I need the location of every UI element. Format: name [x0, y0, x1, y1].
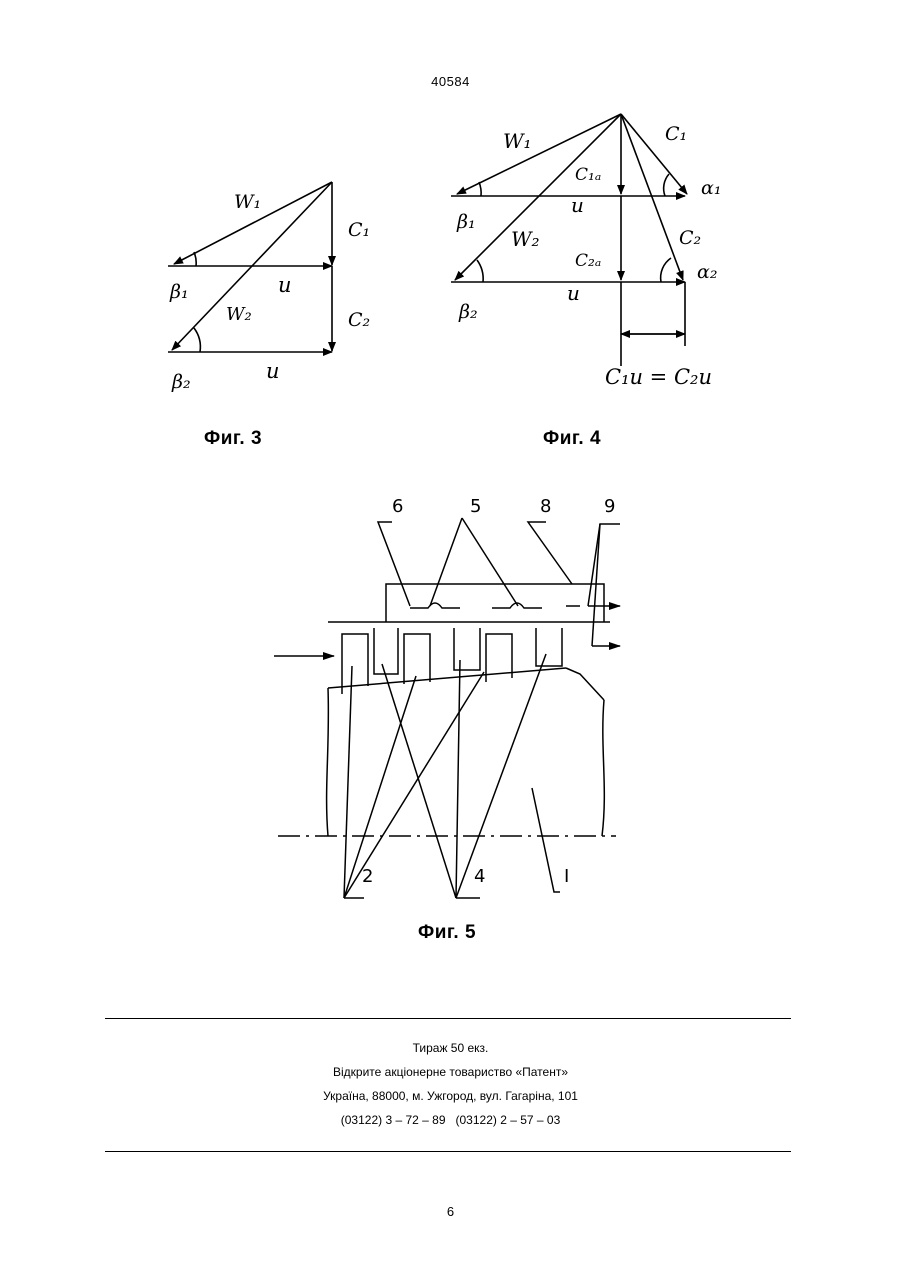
c1-label: C₁	[348, 219, 370, 241]
imprint-phones: (03122) 3 – 72 – 89 (03122) 2 – 57 – 03	[0, 1113, 901, 1127]
figure-5-caption: Фиг. 5	[418, 922, 476, 944]
velocity-triangle-diagram-3: W₁ C₁ u β₁ W₂ C₂ u β₂	[160, 170, 380, 405]
imprint-print-run: Тираж 50 екз.	[0, 1041, 901, 1055]
c2-label: C₂	[348, 309, 370, 331]
beta2-label: β₂	[458, 301, 478, 323]
c2-label: C₂	[679, 227, 701, 249]
u-top-label: u	[571, 193, 584, 217]
w1-label: W₁	[503, 129, 532, 153]
alpha1-label: α₁	[701, 177, 721, 199]
figure-4: W₁ C₁ C₁ₐ α₁ u β₁ W₂ C₂ C₂ₐ α₂ u β₂ C₁u …	[443, 108, 743, 408]
imprint-publisher: Відкрите акціонерне товариство «Патент»	[0, 1065, 901, 1079]
u-bottom-label: u	[266, 359, 280, 383]
turbine-stage-section-drawing: 6 5 8 9 2 4 I	[270, 488, 640, 908]
u-top-label: u	[278, 273, 292, 297]
page-number: 6	[0, 1204, 901, 1219]
alpha2-label: α₂	[697, 261, 717, 283]
beta2-label: β₂	[171, 371, 191, 393]
part-2-label: 2	[362, 866, 373, 887]
c2a-label: C₂ₐ	[575, 251, 601, 271]
figure-3-caption: Фиг. 3	[204, 428, 262, 450]
beta1-label: β₁	[456, 211, 476, 233]
u-bottom-label: u	[567, 281, 580, 305]
imprint-bottom-rule	[105, 1151, 791, 1152]
document-number: 40584	[0, 74, 901, 89]
part-5-label: 5	[470, 496, 481, 517]
c1a-label: C₁ₐ	[575, 165, 601, 185]
figure-3: W₁ C₁ u β₁ W₂ C₂ u β₂	[160, 170, 380, 405]
part-6-label: 6	[392, 496, 403, 517]
w2-label: W₂	[511, 227, 540, 251]
part-4-label: 4	[474, 866, 485, 887]
figure-5: 6 5 8 9 2 4 I	[270, 488, 640, 908]
w1-label: W₁	[234, 191, 261, 213]
figure-4-caption: Фиг. 4	[543, 428, 601, 450]
equation-label: C₁u = C₂u	[605, 365, 712, 389]
imprint-address: Україна, 88000, м. Ужгород, вул. Гагарін…	[0, 1089, 901, 1103]
part-8-label: 8	[540, 496, 551, 517]
beta1-label: β₁	[169, 281, 189, 303]
w2-label: W₂	[226, 304, 252, 325]
part-i-label: I	[564, 866, 569, 887]
c1-label: C₁	[665, 123, 687, 145]
part-9-label: 9	[604, 496, 615, 517]
imprint-top-rule	[105, 1018, 791, 1019]
velocity-triangle-diagram-4: W₁ C₁ C₁ₐ α₁ u β₁ W₂ C₂ C₂ₐ α₂ u β₂ C₁u …	[443, 108, 743, 408]
